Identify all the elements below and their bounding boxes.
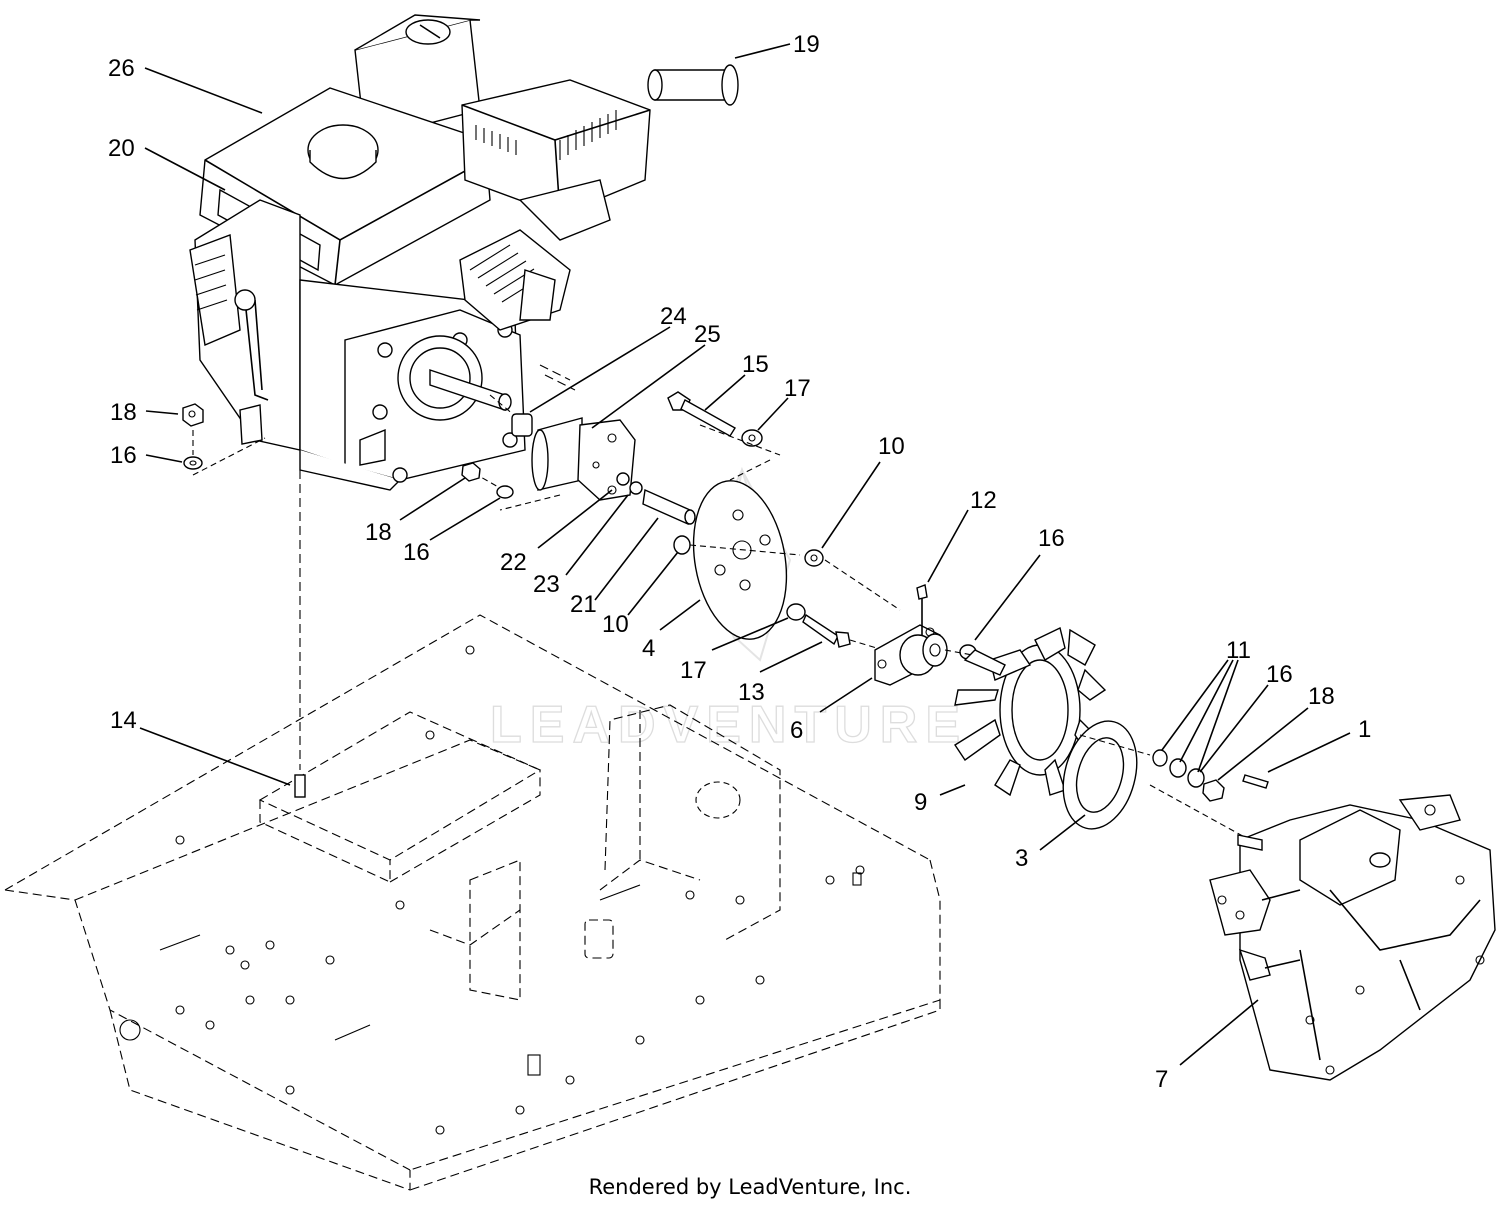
- callout-25: 25: [694, 321, 721, 348]
- callout-19: 19: [793, 31, 820, 58]
- callout-11: 11: [1226, 637, 1251, 664]
- transmission: [1209, 794, 1496, 1081]
- callout-6: 6: [790, 717, 803, 744]
- small-hardware-right: [1149, 749, 1269, 841]
- callout-20: 20: [108, 135, 135, 162]
- callout-9: 9: [914, 789, 927, 816]
- callout-18-mid: 18: [365, 519, 392, 546]
- callout-18-right: 18: [1308, 683, 1335, 710]
- callout-24: 24: [660, 303, 687, 330]
- callout-22: 22: [500, 549, 527, 576]
- callout-16-left: 16: [110, 442, 137, 469]
- callout-23: 23: [533, 571, 560, 598]
- callout-15: 15: [742, 351, 769, 378]
- bolt-13: [786, 603, 901, 656]
- flex-disc: [673, 480, 901, 640]
- callout-14: 14: [110, 707, 137, 734]
- callout-10-top: 10: [878, 433, 905, 460]
- callout-13: 13: [738, 679, 765, 706]
- callout-17-bottom: 17: [680, 657, 707, 684]
- engine: [189, 14, 651, 491]
- callout-16-right: 16: [1266, 661, 1293, 688]
- leader-lines: [139, 43, 1351, 1066]
- callout-12: 12: [970, 487, 997, 514]
- callout-10-bottom: 10: [602, 611, 629, 638]
- render-credit: Rendered by LeadVenture, Inc.: [588, 1175, 912, 1199]
- callout-16-fan: 16: [1038, 525, 1065, 552]
- key: [647, 64, 739, 106]
- callout-18-left: 18: [110, 399, 137, 426]
- callout-3: 3: [1015, 845, 1028, 872]
- gasket: [1062, 720, 1151, 830]
- callout-1: 1: [1358, 716, 1371, 743]
- stud: [294, 774, 306, 798]
- callout-4: 4: [642, 635, 655, 662]
- watermark-text: LEADVENTURE: [490, 696, 968, 754]
- frame-base-plate: [4, 614, 941, 1191]
- callouts: 26 20 19 18 16 24 25 15 17 10 18 16 22 2…: [108, 31, 1371, 1093]
- bolt-15: [667, 391, 781, 481]
- coupling-assembly: [461, 394, 696, 526]
- callout-21: 21: [570, 591, 597, 618]
- callout-16-mid: 16: [403, 539, 430, 566]
- callout-17-top: 17: [784, 375, 811, 402]
- nut-washer-left: [182, 403, 266, 476]
- callout-26: 26: [108, 55, 135, 82]
- callout-7: 7: [1155, 1066, 1168, 1093]
- hub: [874, 584, 1001, 686]
